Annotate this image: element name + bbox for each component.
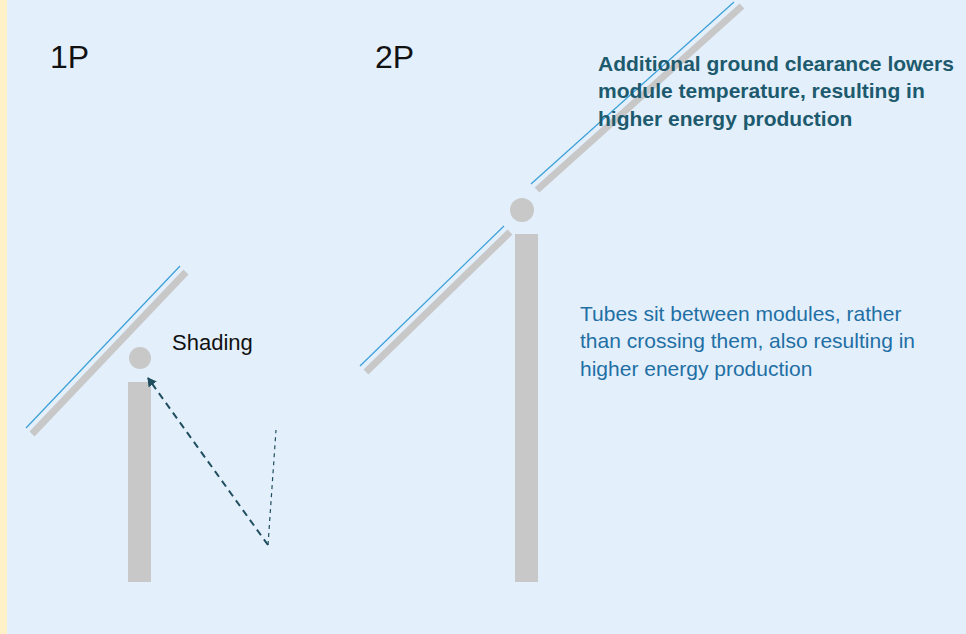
note-text: Tubes sit between modules, rather than c… bbox=[580, 300, 920, 382]
side-strip bbox=[0, 0, 7, 634]
note-text: Additional ground clearance lowers modul… bbox=[598, 50, 958, 132]
shading-label: Shading bbox=[172, 330, 282, 356]
tracker-1p bbox=[26, 266, 276, 582]
tracker-type-label: 1P bbox=[50, 38, 130, 76]
tracker-type-label: 2P bbox=[375, 38, 455, 76]
